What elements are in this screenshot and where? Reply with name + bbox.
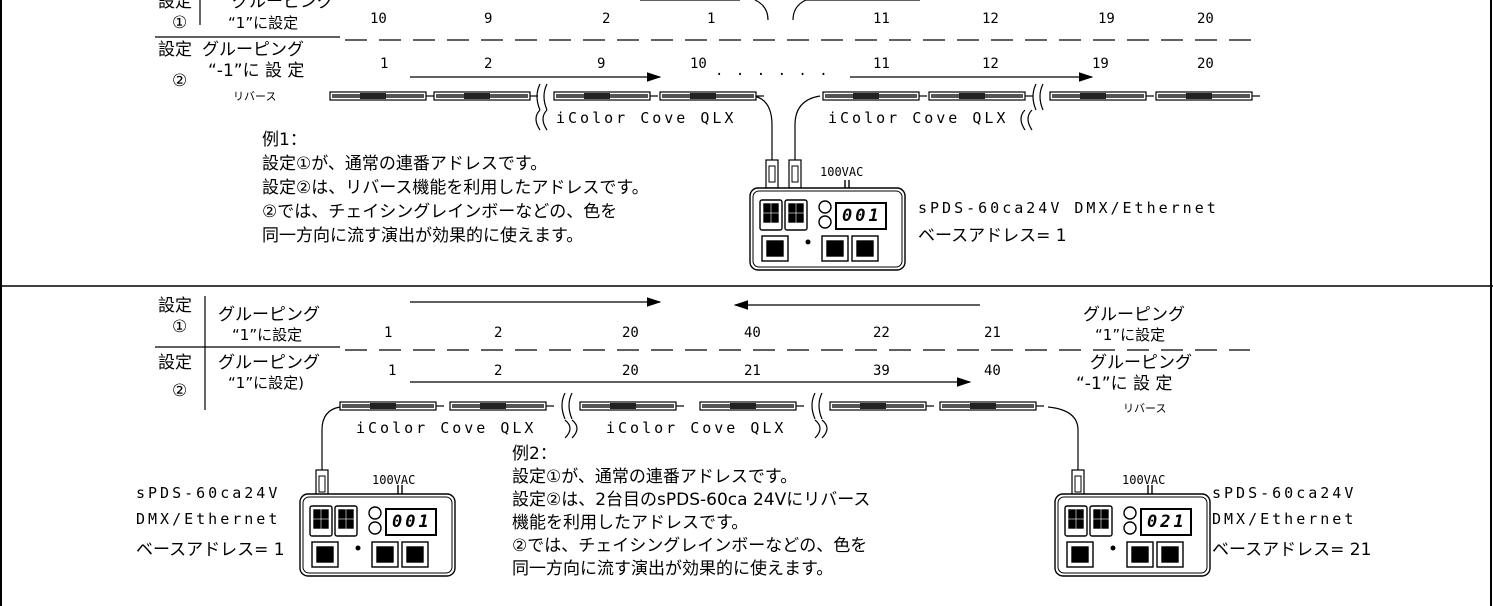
p2-note-line: ②では、チェイシングレインボーなどの、色を: [512, 536, 868, 556]
p1-set2-label: 設定: [158, 40, 192, 60]
p2-note-line: 設定①が、通常の連番アドレスです。: [512, 467, 798, 487]
p2-right-power-label: 100VAC: [1122, 473, 1166, 487]
p2-set1-label: 設定: [158, 296, 192, 316]
p2-right-name-line2: DMX/Ethernet: [1212, 510, 1357, 528]
p2-set1-grouping: グルーピング: [218, 305, 320, 325]
p1-addr2-6: 19: [1092, 56, 1109, 72]
p1-addr2-5: 12: [982, 56, 999, 72]
p1-set2-grouping: グルーピング: [202, 40, 304, 60]
p2-example-note: 例2： 設定①が、通常の連番アドレスです。 設定②は、2台目のsPDS-60ca…: [512, 443, 870, 581]
p1-display-value: 001: [842, 206, 882, 226]
p1-addr1-0: 10: [370, 11, 387, 27]
p2-addr2-3: 21: [744, 363, 761, 379]
p1-addr1-5: 12: [982, 11, 999, 27]
p2-addr1-4: 22: [873, 325, 890, 341]
p1-base-address: ベースアドレス= 1: [918, 226, 1067, 246]
p2-set2-num: ②: [172, 381, 188, 401]
p1-note-line: 設定①が、通常の連番アドレスです。: [262, 154, 548, 174]
p2-addr2-1: 2: [494, 363, 503, 379]
p2-addr2-5: 40: [984, 363, 1001, 379]
p1-addr1-1: 9: [484, 11, 493, 27]
p1-fixture-label-right: iColor Cove QLX: [828, 109, 1009, 127]
p2-addr2-0: 1: [388, 363, 397, 379]
p1-power-label: 100VAC: [820, 165, 864, 179]
p2-addr1-2: 20: [622, 325, 639, 341]
p2-right-display-value: 021: [1147, 512, 1187, 532]
p2-right-grouping1-val: “1”に設定: [1095, 326, 1166, 344]
p2-addr1-3: 40: [744, 325, 761, 341]
p1-addr2-4: 11: [873, 56, 890, 72]
p1-set1-grouping: グルーピング: [232, 0, 334, 12]
p2-set2-grouping-val: “1”に設定): [228, 374, 304, 392]
p2-left-name-line1: sPDS-60ca24V: [136, 484, 281, 502]
p1-set1-label: 設定: [158, 0, 192, 12]
p1-note-line: 設定②は、リバース機能を利用したアドレスです。: [262, 178, 649, 198]
p1-addr1-3: 1: [707, 11, 716, 27]
p2-addr2-4: 39: [873, 363, 890, 379]
p1-addr2-0: 1: [380, 56, 389, 72]
p1-note-line: ②では、チェイシングレインボーなどの、色を: [262, 202, 618, 222]
p1-addr1-7: 20: [1197, 11, 1214, 27]
p1-note-line: 例1：: [262, 130, 307, 150]
p1-set1-grouping-val: “1”に設定: [228, 14, 299, 32]
p1-addr2-7: 20: [1197, 56, 1214, 72]
p1-fixture-label-left: iColor Cove QLX: [556, 109, 737, 127]
p2-set2-grouping: グルーピング: [218, 353, 320, 373]
p2-addr1-0: 1: [384, 325, 393, 341]
p2-right-grouping2: グルーピング: [1090, 353, 1192, 373]
p2-left-name-line2: DMX/Ethernet: [136, 510, 281, 528]
panel1-fixtures: [329, 83, 1261, 131]
p2-right-grouping1: グルーピング: [1083, 305, 1185, 325]
p1-addr2-2: 9: [597, 56, 606, 72]
p2-left-base-address: ベースアドレス= 1: [136, 540, 285, 560]
p1-example-note: 例1： 設定①が、通常の連番アドレスです。 設定②は、リバース機能を利用したアド…: [262, 128, 649, 248]
p1-addr1-6: 19: [1098, 11, 1115, 27]
p2-note-line: 例2：: [512, 444, 557, 464]
p1-addr1-2: 2: [602, 11, 611, 27]
panel2-lines: [155, 296, 1250, 472]
panel2-fixtures: [339, 392, 1045, 439]
p1-addr2-3: 10: [690, 56, 707, 72]
p2-fixture-label-left: iColor Cove QLX: [356, 419, 537, 437]
p2-right-base-address: ベースアドレス= 21: [1212, 540, 1372, 560]
p2-left-display-value: 001: [392, 512, 432, 532]
p1-addr2-1: 2: [484, 56, 493, 72]
p1-dots: . . . . . .: [715, 63, 830, 79]
p2-right-name-line1: sPDS-60ca24V: [1212, 484, 1357, 502]
p1-set2-reverse: リバース: [233, 90, 277, 103]
p2-right-grouping2-val: “-1”に 設 定: [1076, 374, 1173, 394]
p2-addr1-1: 2: [494, 325, 503, 341]
p1-note-line: 同一方向に流す演出が効果的に使えます。: [262, 226, 584, 246]
p2-set1-num: ①: [172, 317, 188, 337]
p2-note-line: 同一方向に流す演出が効果的に使えます。: [512, 559, 834, 579]
p2-left-power-label: 100VAC: [372, 473, 416, 487]
panel1-device: [749, 159, 906, 271]
p1-set2-grouping-val: “-1”に 設 定: [208, 61, 305, 81]
panel2-left-device: [299, 469, 456, 577]
p1-addr1-4: 11: [873, 11, 890, 27]
p2-addr1-5: 21: [984, 325, 1001, 341]
p2-set1-grouping-val: “1”に設定: [232, 326, 303, 344]
p2-set2-label: 設定: [158, 353, 192, 373]
p1-set2-num: ②: [172, 71, 188, 91]
p1-device-name: sPDS-60ca24V DMX/Ethernet: [918, 199, 1219, 217]
p2-right-reverse: リバース: [1123, 402, 1167, 415]
panel2-right-device: [1054, 469, 1211, 577]
panel1-lines: [155, 0, 1260, 166]
p2-note-line: 機能を利用したアドレスです。: [512, 513, 749, 533]
p2-note-line: 設定②は、2台目のsPDS-60ca 24Vにリバース: [512, 490, 871, 510]
p1-set1-num: ①: [172, 13, 188, 33]
p2-addr2-2: 20: [622, 363, 639, 379]
p2-fixture-label-right: iColor Cove QLX: [606, 419, 787, 437]
